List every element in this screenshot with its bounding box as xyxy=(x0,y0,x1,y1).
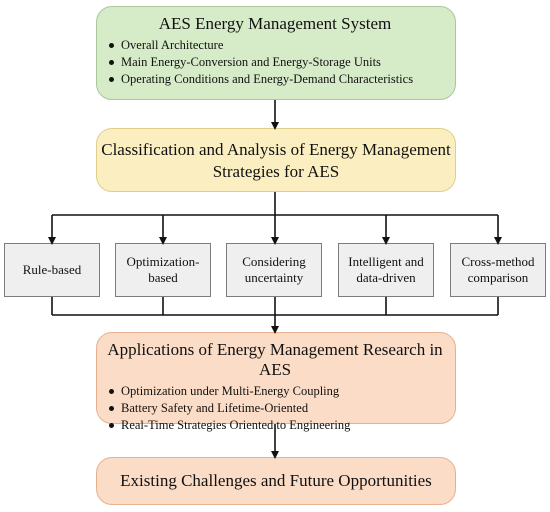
list-item: Battery Safety and Lifetime-Oriented xyxy=(107,400,443,417)
method-optimization-based: Optimization- based xyxy=(115,243,211,297)
applications-list: Optimization under Multi-Energy Coupling… xyxy=(107,383,443,434)
method-intelligent-data-driven: Intelligent and data-driven xyxy=(338,243,434,297)
method-label-line-1: Rule-based xyxy=(22,262,82,277)
method-label-line-2: data-driven xyxy=(356,270,416,285)
aes-system-title: AES Energy Management System xyxy=(158,14,392,33)
classification-box: Classification and Analysis of Energy Ma… xyxy=(96,128,456,192)
applications-title: Applications of Energy Management Resear… xyxy=(107,340,443,379)
classification-title-line-1: Classification and Analysis of Energy Ma… xyxy=(101,140,451,159)
method-rule-based: Rule-based xyxy=(4,243,100,297)
list-item: Overall Architecture xyxy=(107,37,443,54)
method-label-line-2: based xyxy=(148,270,178,285)
method-label-line-1: Optimization- xyxy=(126,254,200,269)
method-cross-method-comparison: Cross-method comparison xyxy=(450,243,546,297)
method-label-line-2: comparison xyxy=(467,270,529,285)
challenges-title: Existing Challenges and Future Opportuni… xyxy=(120,471,432,490)
applications-box: Applications of Energy Management Resear… xyxy=(96,332,456,432)
aes-system-list: Overall Architecture Main Energy-Convers… xyxy=(107,37,443,88)
method-label-line-1: Considering xyxy=(242,254,306,269)
list-item: Optimization under Multi-Energy Coupling xyxy=(107,383,443,400)
method-label-line-2: uncertainty xyxy=(244,270,304,285)
aes-system-box: AES Energy Management System Overall Arc… xyxy=(96,6,456,100)
classification-title-line-2: Strategies for AES xyxy=(212,162,340,181)
list-item: Operating Conditions and Energy-Demand C… xyxy=(107,71,443,88)
list-item: Main Energy-Conversion and Energy-Storag… xyxy=(107,54,443,71)
list-item: Real-Time Strategies Oriented to Enginee… xyxy=(107,417,443,434)
method-considering-uncertainty: Considering uncertainty xyxy=(226,243,322,297)
method-label-line-1: Intelligent and xyxy=(348,254,424,269)
method-label-line-1: Cross-method xyxy=(461,254,535,269)
challenges-box: Existing Challenges and Future Opportuni… xyxy=(96,457,456,505)
